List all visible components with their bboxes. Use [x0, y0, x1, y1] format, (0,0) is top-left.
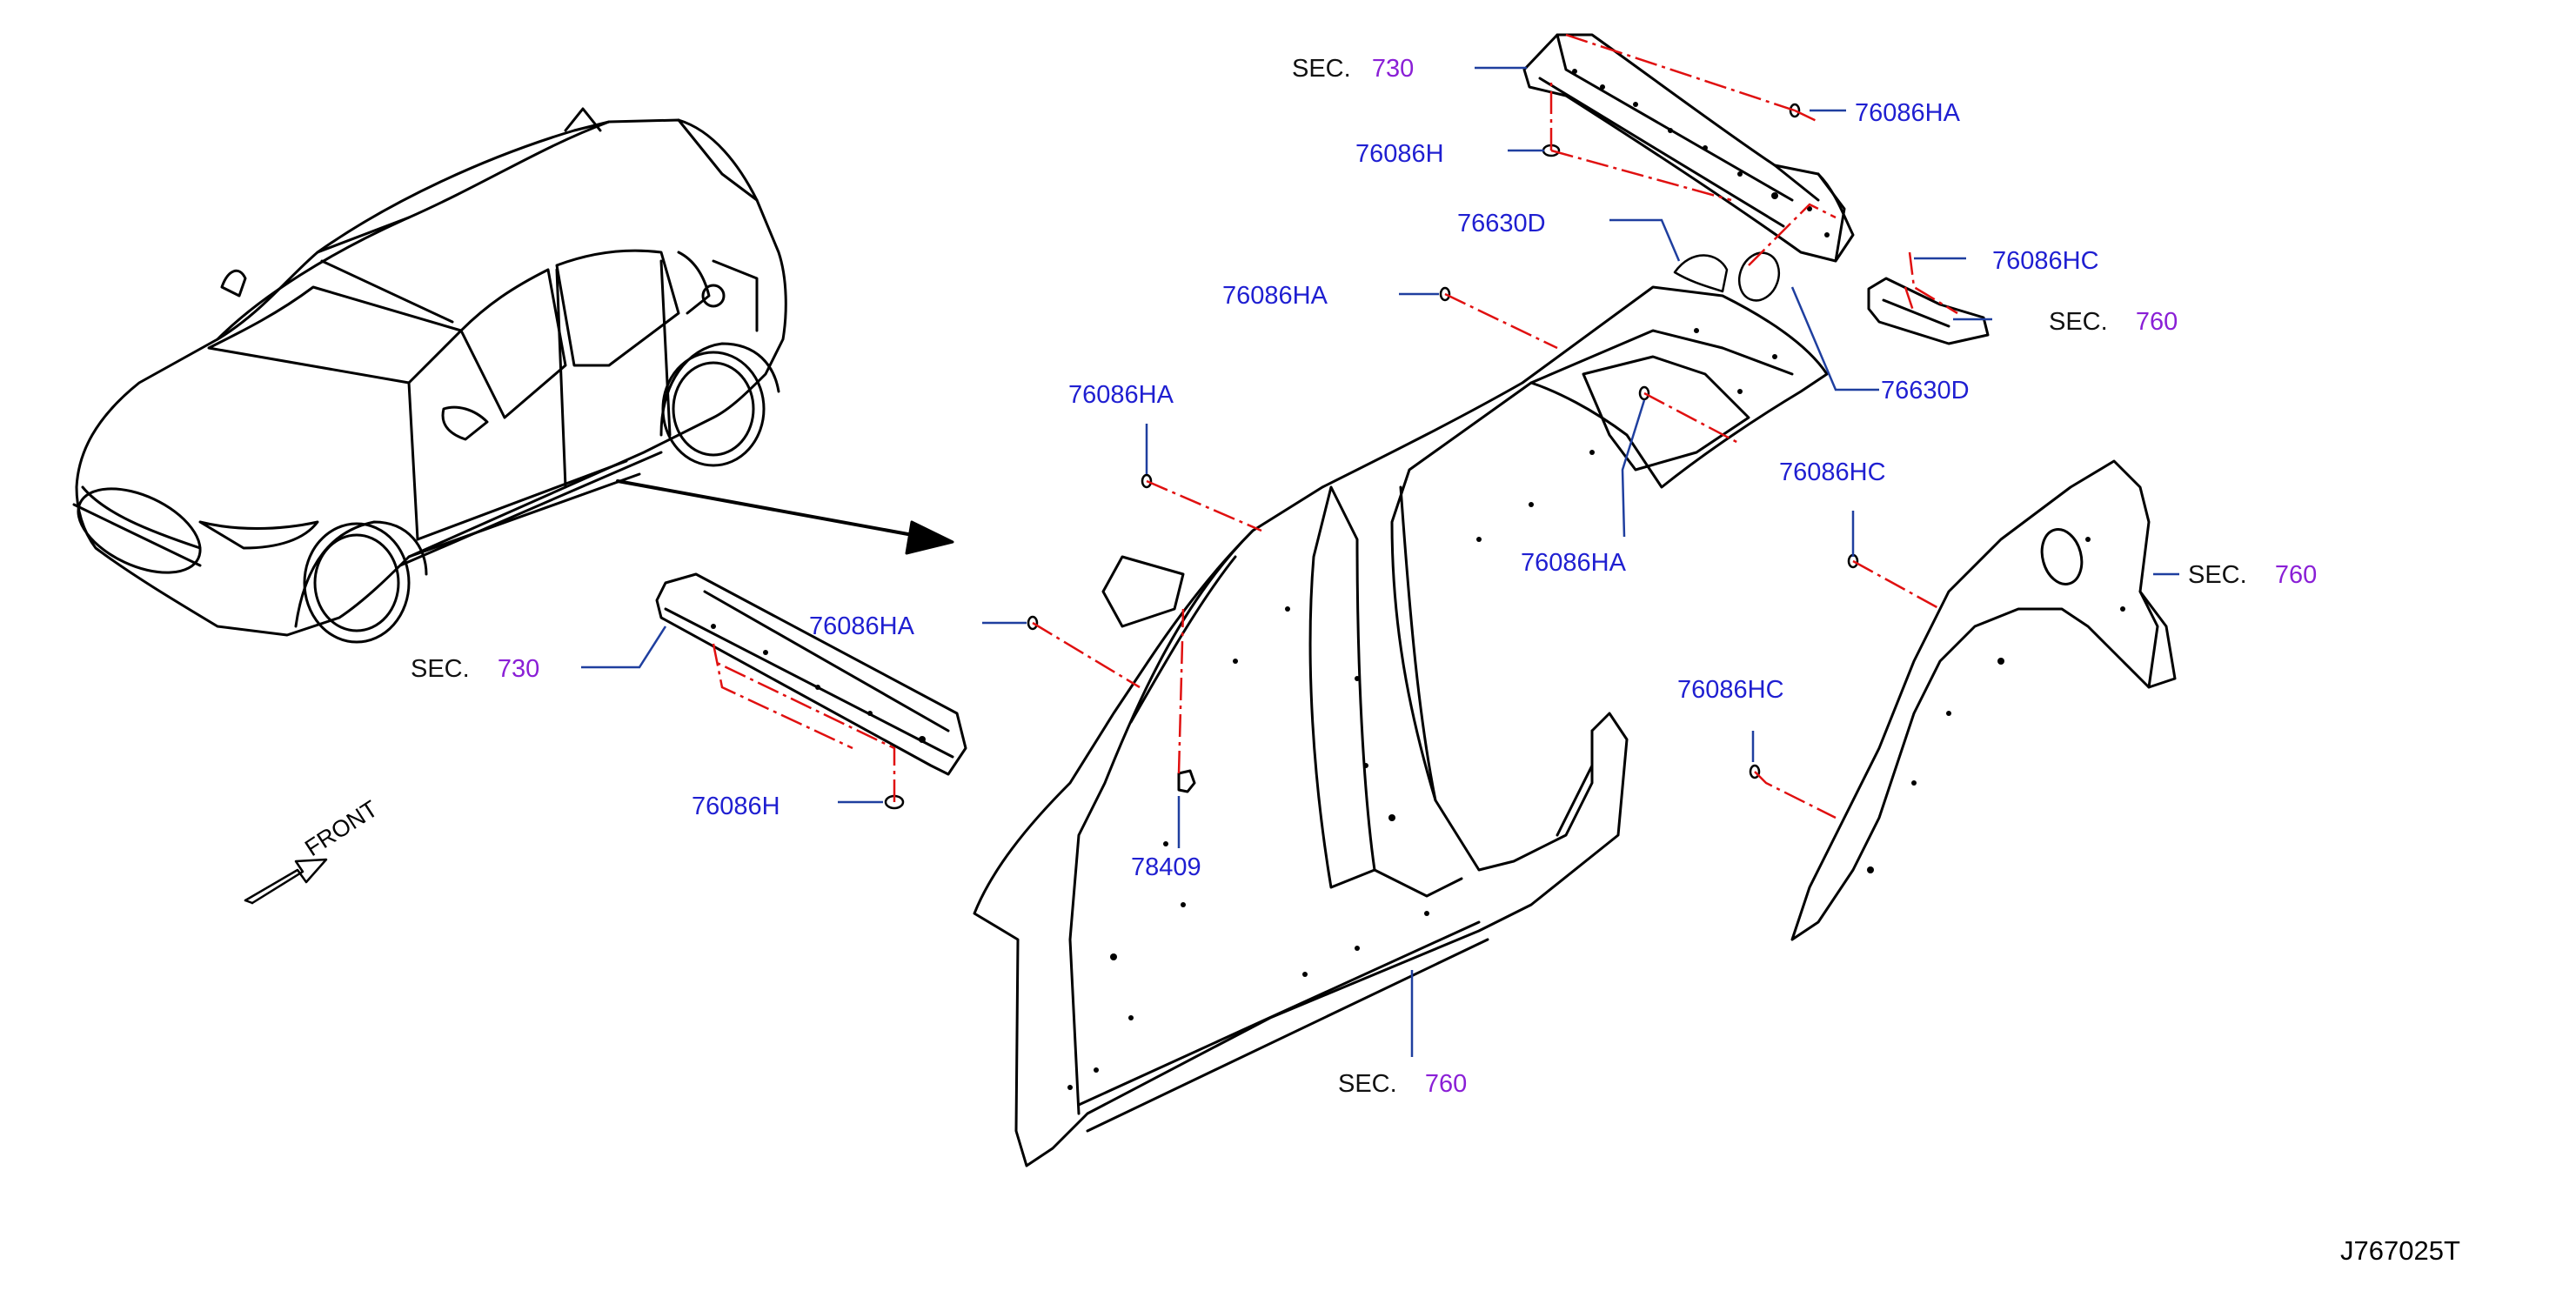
- part-76086HA-inner[interactable]: 76086HA: [1521, 549, 1626, 577]
- sec-number[interactable]: 760: [1424, 1070, 1468, 1098]
- front-direction-arrow: [244, 858, 328, 905]
- sec-number[interactable]: 730: [1371, 55, 1415, 83]
- part-76086H-top[interactable]: 76086H: [1355, 140, 1444, 168]
- vehicle-illustration: [72, 107, 787, 644]
- sec-prefix: SEC.: [1292, 55, 1351, 83]
- sec-number[interactable]: 760: [2135, 308, 2178, 336]
- roof-rear-rail-panel: [1522, 33, 1855, 263]
- front-roof-header-panel: [655, 572, 967, 776]
- sec-760-right-upper-label: SEC. 760: [2049, 307, 2178, 337]
- sec-prefix: SEC.: [2188, 561, 2247, 589]
- part-76086HC-fender-upper[interactable]: 76086HC: [1779, 458, 1886, 486]
- sec-prefix: SEC.: [411, 655, 470, 683]
- part-76086HC-top[interactable]: 76086HC: [1992, 247, 2099, 275]
- diagram-code: J767025T: [2340, 1235, 2460, 1266]
- sec-730-top-label: SEC. 730: [1292, 54, 1414, 84]
- sec-760-right-fender-label: SEC. 760: [2188, 560, 2317, 590]
- body-side-outer-panel: [973, 285, 1829, 1167]
- panel-hole-dots: [711, 69, 2125, 1090]
- part-76086HA-left[interactable]: 76086HA: [809, 612, 914, 640]
- part-78409[interactable]: 78409: [1131, 853, 1201, 881]
- part-76086HA-pillar-upper[interactable]: 76086HA: [1068, 381, 1174, 409]
- part-76086HA-top-right[interactable]: 76086HA: [1855, 99, 1960, 127]
- part-76630D-upper[interactable]: 76630D: [1457, 210, 1546, 237]
- sec-number[interactable]: 760: [2274, 561, 2318, 589]
- rear-fender-panel: [1790, 459, 2177, 941]
- part-76086HA-roofrail[interactable]: 76086HA: [1222, 282, 1328, 310]
- sec-prefix: SEC.: [2049, 308, 2108, 336]
- sec-prefix: SEC.: [1338, 1070, 1397, 1098]
- sec-730-left-label: SEC. 730: [411, 654, 539, 684]
- part-76086HC-fender-lower[interactable]: 76086HC: [1677, 676, 1784, 704]
- part-76630D-lower[interactable]: 76630D: [1881, 377, 1970, 405]
- part-76086H-left[interactable]: 76086H: [692, 793, 780, 820]
- pointer-arrow: [616, 479, 954, 555]
- sec-760-bottom-label: SEC. 760: [1338, 1069, 1467, 1099]
- leader-lines: [581, 66, 2179, 1057]
- sec-number[interactable]: 730: [497, 655, 540, 683]
- quarter-bracket-panel: [1867, 277, 1990, 345]
- red-center-lines: [712, 33, 1958, 819]
